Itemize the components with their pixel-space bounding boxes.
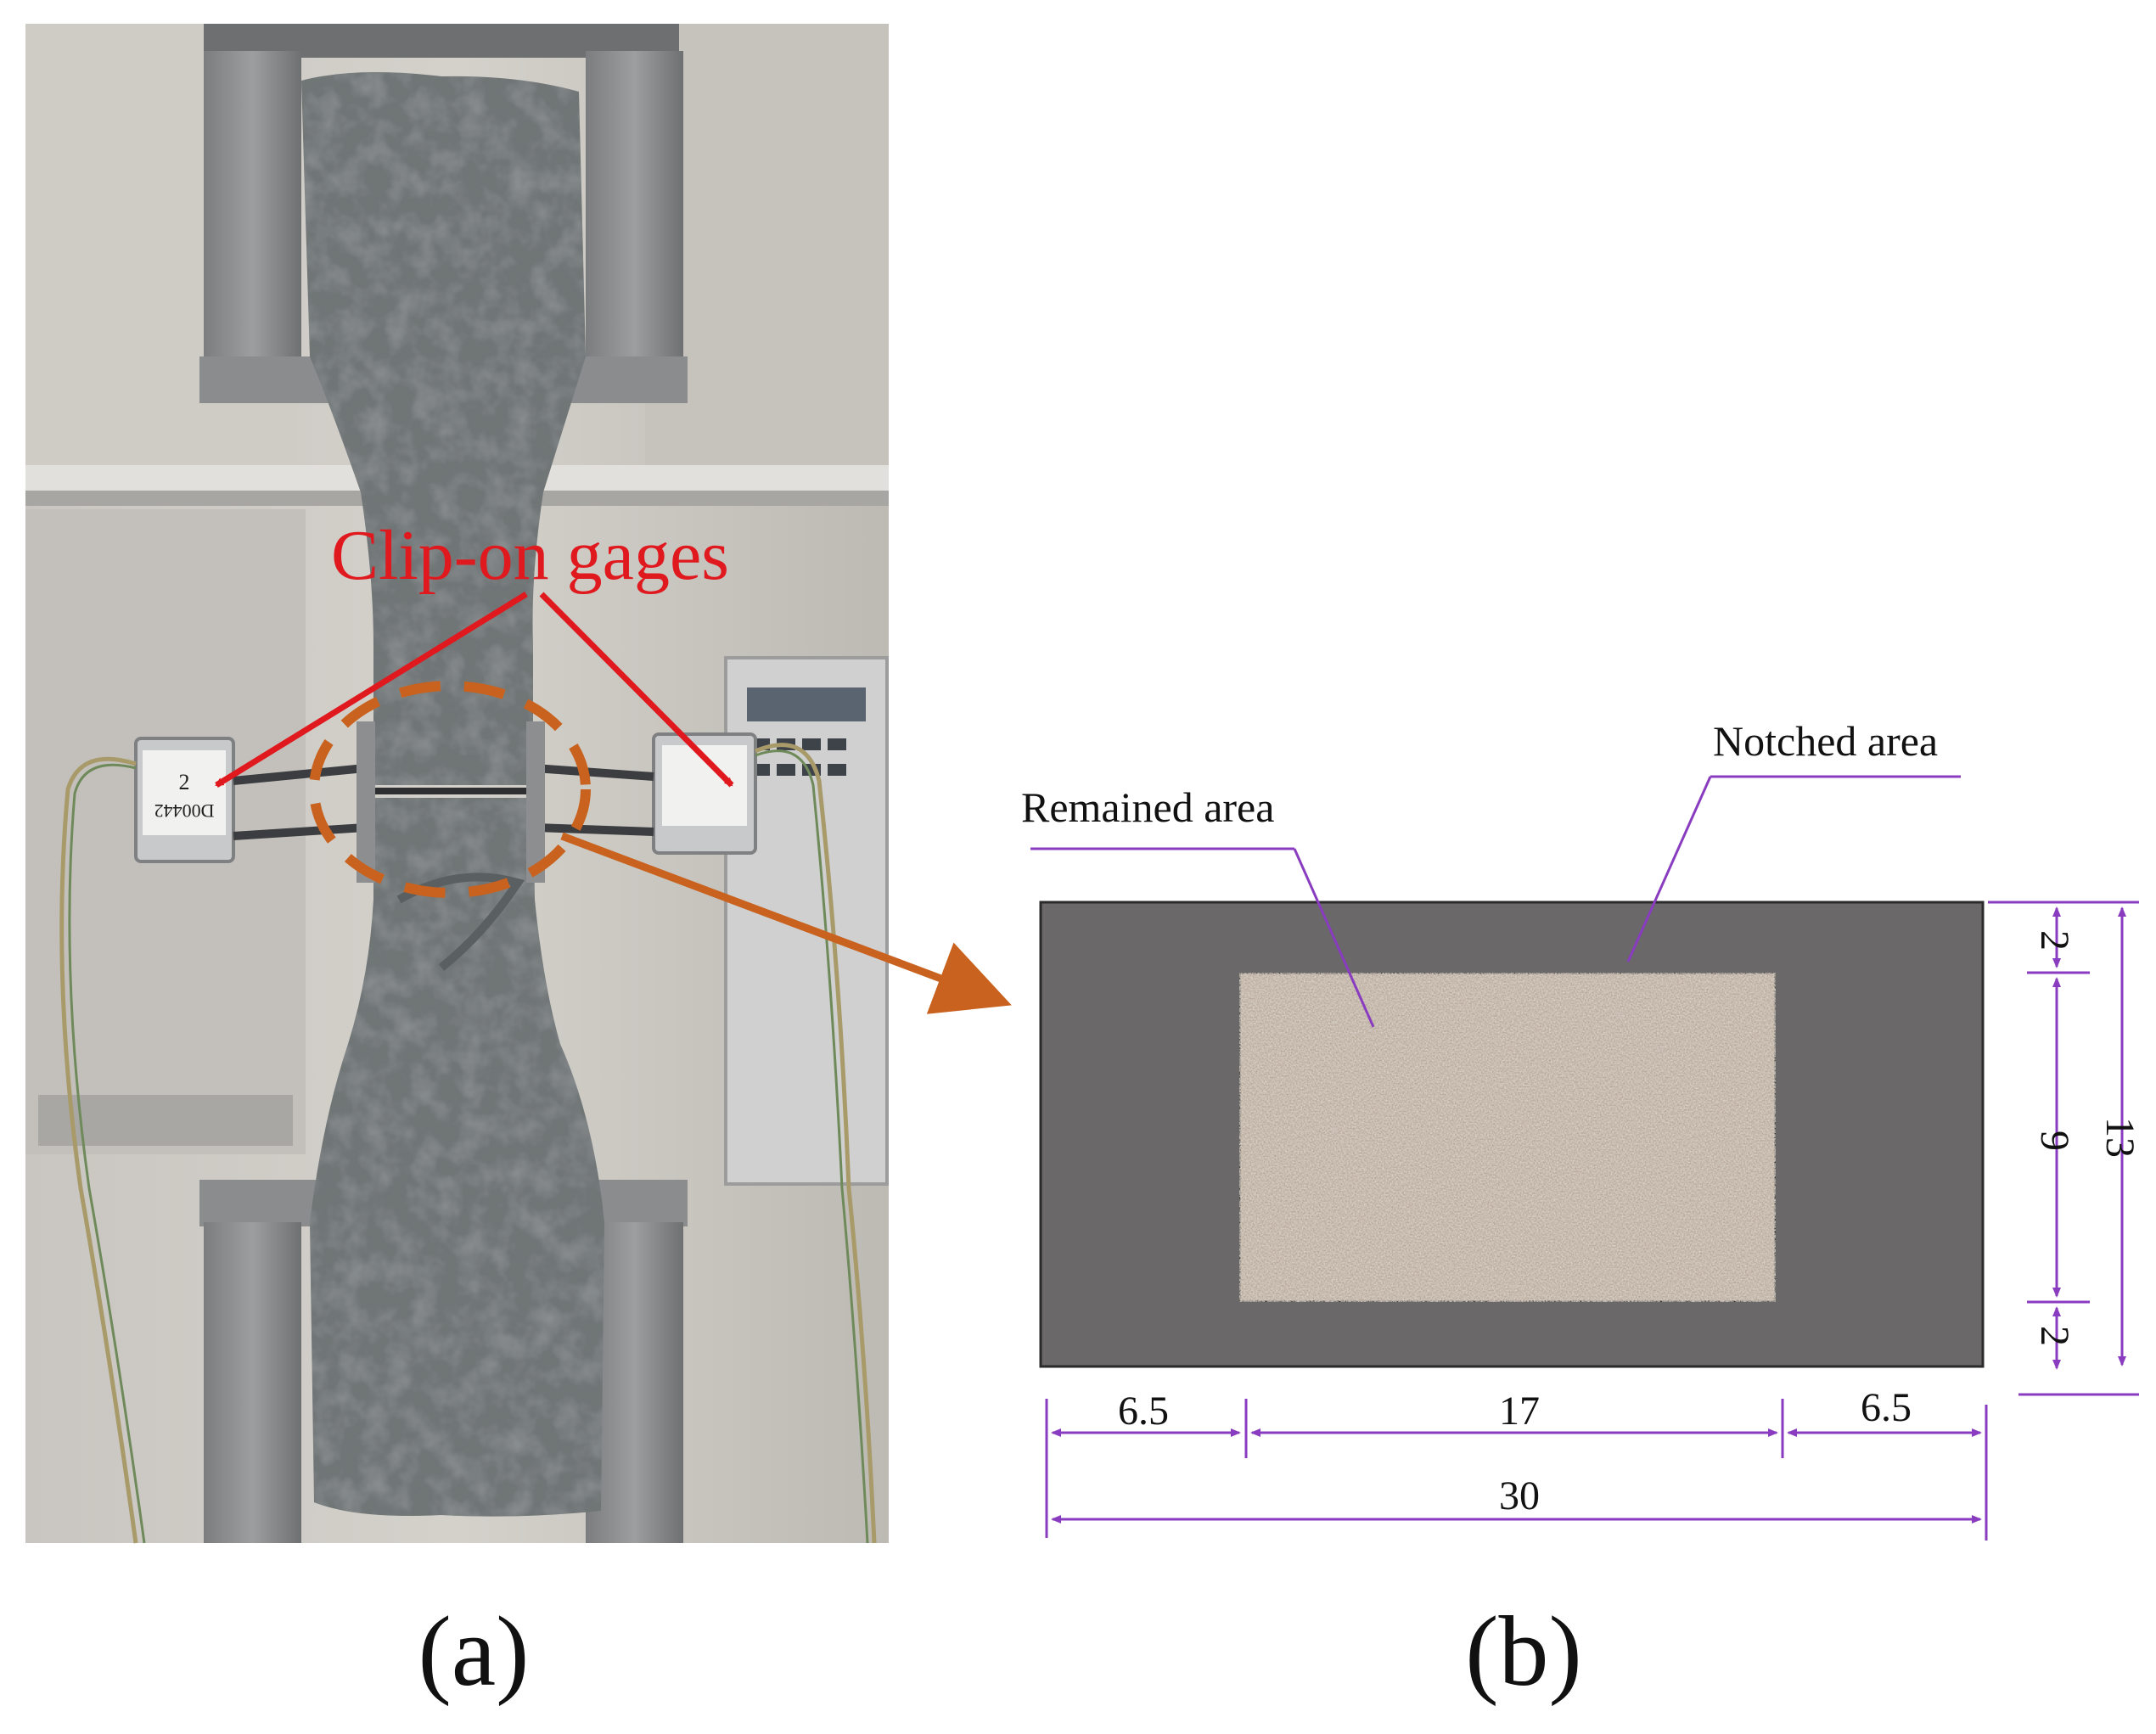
dim-total-width: 30: [1499, 1473, 1540, 1518]
panel-b-diagram: [1030, 775, 2139, 1540]
dim-left-notch: 6.5: [1118, 1389, 1169, 1434]
dim-top-notch: 2: [2032, 930, 2077, 951]
dim-remained-width: 17: [1499, 1389, 1540, 1434]
remained-area-label: Remained area: [1021, 783, 1274, 831]
dim-bottom-notch: 2: [2032, 1326, 2077, 1346]
zoom-arrow: [560, 832, 1012, 1014]
specimen-lower: [310, 798, 604, 1517]
clip-on-gages-label: Clip-on gages: [331, 516, 729, 595]
specimen-upper: [301, 72, 586, 785]
dim-total-height: 13: [2097, 1117, 2142, 1158]
left-gage: 2 D00442: [59, 721, 375, 1544]
gage-arrow-left: [215, 592, 528, 788]
gage-tag-line-1: 2: [179, 770, 190, 794]
dim-right-notch: 6.5: [1861, 1385, 1912, 1430]
caption-a: (a): [418, 1596, 530, 1707]
notched-area-label: Notched area: [1713, 717, 1938, 765]
dim-remained-height: 9: [2032, 1131, 2077, 1151]
gage-tag-line-2: D00442: [154, 800, 215, 822]
gage-arrow-right: [539, 592, 734, 788]
panel-a-photo: 2 D00442: [25, 24, 889, 1544]
notch-highlight-ellipse: [309, 681, 591, 898]
caption-b: (b): [1465, 1596, 1582, 1707]
remained-area-rect: [1238, 971, 1777, 1304]
